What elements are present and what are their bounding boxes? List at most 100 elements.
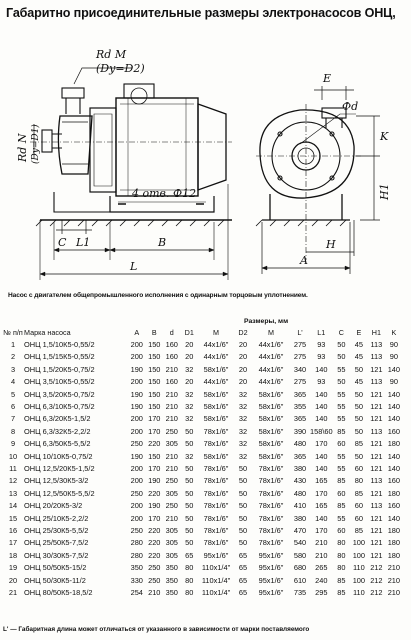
table-cell: 210 [387,563,401,573]
pump-model-cell: ОНЦ 12,5/20К5-1,5/2 [24,463,95,473]
pump-model-cell: ОНЦ 6,3/20К5-1,5/2 [24,414,91,424]
table-cell: 190 [130,402,143,412]
table-cell: 280 [130,538,143,548]
column-header: H1 [371,327,381,337]
table-cell: 32 [238,451,248,461]
table-cell: 430 [293,476,307,486]
table-cell: 200 [130,476,143,486]
table-cell: 121 [370,513,383,523]
label-dy-d1: (Dy=D1) [30,124,41,164]
table-cell: 50 [185,488,194,498]
table-cell: 20 [185,377,194,387]
column-header: K [391,327,397,337]
column-header: D2 [238,327,248,337]
table-cell: 32 [238,439,248,449]
column-header: d [169,327,174,337]
table-cell: 365 [293,414,307,424]
table-cell: 190 [130,389,143,399]
table-cell: 100 [352,575,366,585]
table-cell: 210 [165,451,178,461]
table-cell: 93 [317,377,326,387]
table-cell: 4 [10,377,16,387]
pump-model-cell: ОНЦ 25/50К5-7,5/2 [24,538,89,548]
table-cell: 121 [370,463,383,473]
table-cell: 121 [370,439,383,449]
table-cell: 44х1/6" [258,377,284,387]
table-cell: 275 [293,377,307,387]
units-header: Размеры, мм [244,318,289,325]
table-cell: 16 [8,525,18,535]
column-header: Марка насоса [24,327,71,337]
table-cell: 10 [8,451,18,461]
table-cell: 78х1/6" [203,501,229,511]
table-cell: 78х1/6" [203,525,229,535]
label-l: L [129,260,137,273]
table-cell: 480 [293,439,307,449]
table-cell: 80 [185,587,194,597]
table-cell: 250 [130,439,143,449]
table-cell: 305 [165,538,178,548]
column-header: L1 [317,327,326,337]
table-cell: 50 [238,525,248,535]
table-cell: 250 [130,488,143,498]
label-rd-m: Rd M [95,48,127,61]
table-cell: 85 [337,587,346,597]
table-cell: 50 [185,538,194,548]
column-header: M [213,327,219,337]
table-cell: 212 [370,563,383,573]
table-cell: 210 [165,402,178,412]
table-cell: 113 [370,476,383,486]
table-cell: 380 [293,513,307,523]
table-cell: 20 [185,340,194,350]
table-cell: 85 [337,476,346,486]
pump-model-cell: ОНЦ 6,3/10К5-0,75/2 [24,402,95,412]
pump-model-cell: ОНЦ 20/20К5-3/2 [24,501,83,511]
table-cell: 50 [185,476,194,486]
table-cell: 160 [387,501,401,511]
table-cell: 480 [293,488,307,498]
table-cell: 121 [370,550,383,560]
table-cell: 85 [354,439,363,449]
table-cell: 113 [370,501,383,511]
table-cell: 80 [185,563,194,573]
table-cell: 58х1/6" [258,426,284,436]
table-cell: 170 [315,488,328,498]
table-cell: 210 [165,389,178,399]
table-cell: 210 [165,364,178,374]
table-cell: 210 [148,587,161,597]
table-cell: 5 [10,389,16,399]
table-cell: 80 [337,550,346,560]
column-header: D1 [184,327,194,337]
table-cell: 250 [165,501,178,511]
table-cell: 200 [130,463,143,473]
table-cell: 295 [315,587,328,597]
table-cell: 58х1/6" [258,389,284,399]
table-cell: 55 [337,513,346,523]
table-cell: 90 [389,340,398,350]
table-cell: 78х1/6" [203,488,229,498]
table-cell: 80 [185,575,194,585]
table-cell: 212 [370,587,383,597]
table-cell: 140 [387,389,401,399]
pump-drawing: Rd M (Dy=D2) Rd N (Dy=D1) 4 отв. Ф12 C L… [16,48,391,280]
table-cell: 220 [148,488,161,498]
table-cell: 160 [165,377,178,387]
table-cell: 78х1/6" [203,426,229,436]
table-cell: 80 [337,563,346,573]
table-cell: 50 [238,513,248,523]
table-cell: 32 [238,402,248,412]
table-cell: 410 [293,501,307,511]
table-cell: 20 [238,364,248,374]
table-cell: 78х1/6" [203,476,229,486]
front-view [255,86,380,274]
table-cell: 60 [354,513,363,523]
